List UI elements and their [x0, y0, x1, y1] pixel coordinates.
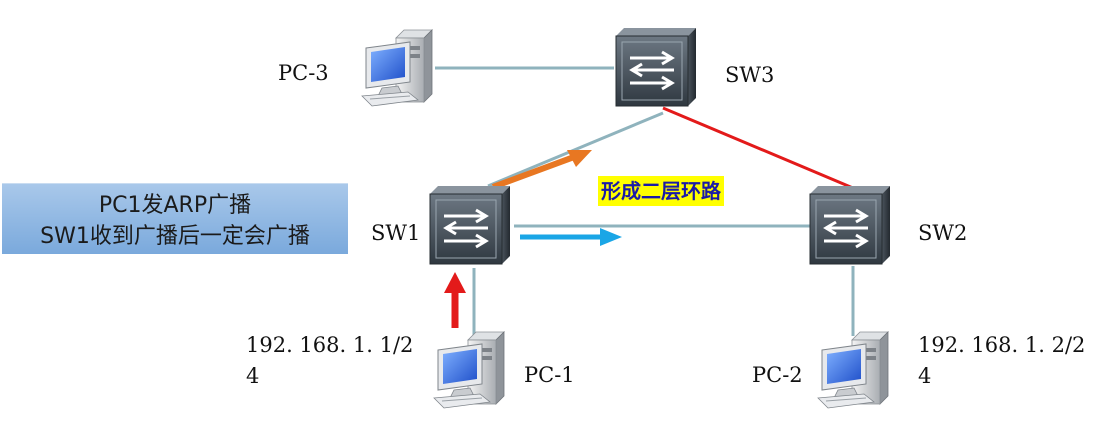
switch-sw1-icon	[428, 184, 512, 266]
arp-broadcast-note: PC1发ARP广播 SW1收到广播后一定会广播	[2, 183, 348, 254]
label-pc2: PC-2	[752, 363, 803, 387]
note-line-2: SW1收到广播后一定会广播	[40, 224, 310, 249]
label-sw2: SW2	[918, 221, 967, 245]
arrow-red	[444, 272, 466, 328]
ip-pc1-line1: 192. 168. 1. 1/2	[246, 333, 413, 357]
ip-pc2-line2: 4	[918, 364, 931, 388]
label-sw1: SW1	[371, 221, 420, 245]
pc3-icon	[361, 29, 433, 107]
ip-pc2-line1: 192. 168. 1. 2/2	[918, 333, 1085, 357]
link-sw3-sw2	[662, 106, 854, 190]
loop-label: 形成二层环路	[598, 176, 724, 206]
arrow-blue	[520, 228, 622, 246]
pc1-icon	[433, 331, 505, 409]
label-sw3: SW3	[725, 63, 774, 87]
link-sw3-sw1	[487, 111, 664, 188]
switch-sw3-icon	[614, 26, 698, 108]
note-line-1: PC1发ARP广播	[98, 193, 252, 218]
switch-sw2-icon	[808, 184, 892, 266]
pc2-icon	[817, 331, 889, 409]
label-pc3: PC-3	[278, 61, 329, 85]
arrow-orange	[491, 150, 592, 190]
ip-pc1-line2: 4	[246, 364, 259, 388]
label-pc1: PC-1	[524, 363, 575, 387]
